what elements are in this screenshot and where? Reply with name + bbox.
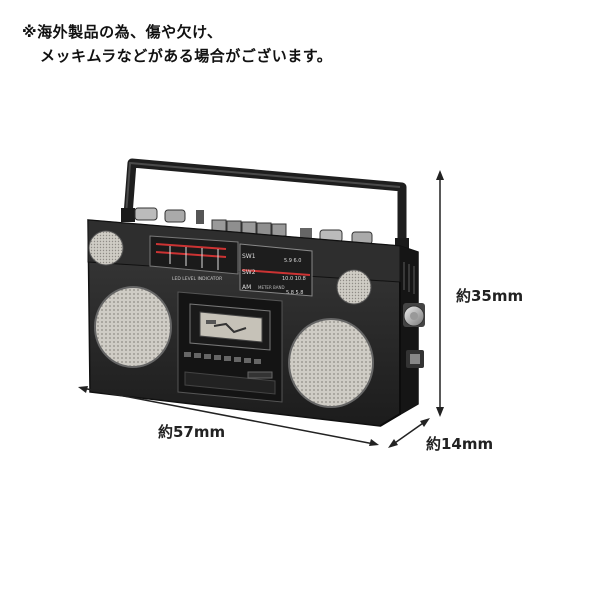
side-switch	[406, 350, 424, 368]
width-label: 約57mm	[158, 423, 226, 441]
height-label: 約35mm	[456, 287, 524, 305]
tuning-band-panel: SW1 5.9 6.0 SW2 10.0 10.8 AM METER BAND …	[239, 243, 313, 297]
band-sw2: SW2	[242, 269, 256, 276]
depth-label: 約14mm	[426, 435, 494, 453]
height-dimension-arrow	[436, 170, 444, 417]
speaker-right	[288, 318, 374, 408]
piano-keys	[211, 219, 287, 237]
top-controls	[134, 207, 373, 245]
band-sw1: SW1	[242, 253, 256, 260]
speaker-left	[94, 286, 172, 368]
depth-dimension-arrow	[388, 418, 430, 448]
band-am: AM	[242, 284, 251, 291]
band-sw2-values: 10.0 10.8	[282, 276, 306, 282]
level-indicator-panel: LED LEVEL INDICATOR	[149, 235, 239, 282]
cassette-deck	[177, 291, 283, 403]
notice-line-1: ※海外製品の為、傷や欠け、	[22, 23, 223, 41]
notice-text: ※海外製品の為、傷や欠け、 メッキムラなどがある場合がございます。	[22, 20, 332, 68]
tweeter-right	[336, 269, 372, 305]
band-sw1-values: 5.9 6.0	[284, 258, 302, 264]
width-dimension-arrow	[78, 386, 379, 446]
tweeter-left	[88, 230, 124, 266]
notice-line-2: メッキムラなどがある場合がございます。	[40, 47, 333, 65]
band-meter-label: METER BAND	[258, 285, 285, 290]
indicator-label: LED LEVEL INDICATOR	[172, 276, 222, 282]
side-knob	[403, 303, 425, 327]
band-am-values: 5.8 5.8	[286, 290, 304, 296]
